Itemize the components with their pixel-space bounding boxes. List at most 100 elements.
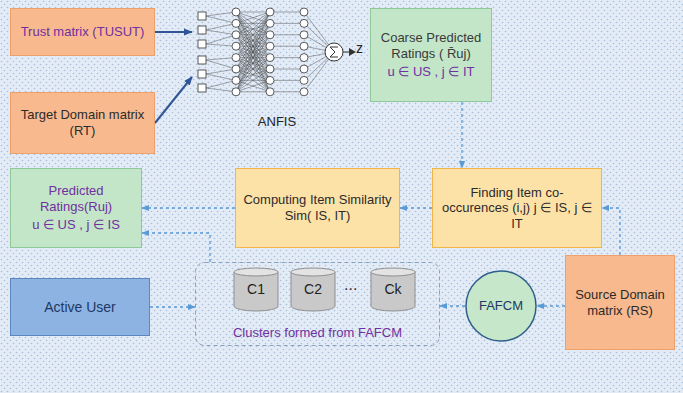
input-neuron: [198, 56, 206, 64]
node-subtext: u ∈ US , j ∈ IS: [32, 217, 120, 233]
node-text: Source Domain matrix (RS): [572, 287, 668, 318]
network-link: [270, 34, 304, 35]
node-text: Coarse Predicted Ratings ( R̄uj): [377, 30, 485, 61]
network-link: [236, 12, 270, 46]
cylinder-body: [234, 272, 278, 311]
network-link: [236, 69, 270, 92]
neuron: [300, 54, 308, 62]
network-link: [236, 12, 270, 69]
connector-arrow: [150, 306, 195, 307]
node-text: C2: [304, 281, 322, 298]
input-matrix-box: Trust matrix (TUSUT): [10, 8, 155, 56]
network-link: [236, 58, 270, 92]
neural-network-illustration: [192, 2, 362, 102]
network-link: [206, 58, 236, 60]
output-arrowhead: [349, 48, 356, 56]
network-link: [270, 80, 304, 81]
input-neuron: [198, 26, 206, 34]
node-text: Trust matrix (TUSUT): [21, 24, 145, 40]
neuron: [232, 76, 240, 84]
network-link: [236, 91, 270, 92]
connector-arrow: [602, 208, 620, 255]
network-link: [270, 69, 304, 70]
neuron: [266, 88, 274, 96]
network-link: [236, 12, 270, 13]
network-link: [206, 16, 236, 23]
network-link: [206, 80, 236, 88]
network-link: [206, 74, 236, 80]
network-link: [206, 88, 236, 92]
network-link: [206, 23, 236, 30]
process-box: Finding Item co-occurences (i,j) j ∈ IS,…: [432, 168, 602, 248]
input-neuron: [198, 40, 206, 48]
network-link: [236, 35, 270, 92]
connector-arrow: [142, 233, 210, 262]
network-link: [236, 23, 270, 91]
network-link: [236, 12, 270, 23]
network-link: [206, 12, 236, 16]
neuron: [300, 65, 308, 73]
neuron: [300, 19, 308, 27]
neuron: [232, 31, 240, 39]
network-link: [236, 12, 270, 46]
network-link: [236, 12, 270, 58]
cylinder-top: [234, 268, 278, 276]
output-box: Coarse Predicted Ratings ( R̄uj)u ∈ US ,…: [370, 8, 492, 102]
connector-arrow: [155, 77, 192, 123]
network-link: [270, 46, 304, 47]
node-text: ANFIS: [258, 114, 296, 130]
network-link: [236, 80, 270, 91]
neuron: [232, 65, 240, 73]
node-text: Computing Item Similarity Sim( IS, IT): [242, 192, 393, 223]
network-link: [270, 23, 304, 24]
network-link: [206, 30, 236, 35]
algorithm-circle: FAFCM: [465, 270, 537, 342]
connector-arrow: [142, 207, 235, 208]
network-link: [236, 35, 270, 92]
neuron: [300, 8, 308, 16]
neuron: [300, 76, 308, 84]
connector-arrow: [155, 31, 192, 33]
input-neuron: [198, 70, 206, 78]
cylinder-body: [371, 272, 415, 311]
cylinder-body: [291, 272, 335, 311]
circle-shape: [466, 271, 536, 341]
connector-arrow: [400, 207, 432, 208]
connector-arrow: [461, 102, 462, 168]
network-link: [206, 69, 236, 74]
node-text: Active User: [44, 299, 116, 316]
cylinder-top: [371, 268, 415, 276]
process-box: Computing Item Similarity Sim( IS, IT): [235, 168, 400, 248]
node-text: Target Domain matrix (RT): [17, 107, 148, 138]
neuron: [300, 31, 308, 39]
neuron: [266, 31, 274, 39]
network-link: [236, 12, 270, 92]
cluster-cylinder: Ck: [370, 267, 416, 311]
network-link: [206, 35, 236, 44]
connector-arrow: [440, 305, 465, 306]
input-matrix-box: Target Domain matrix (RT): [10, 92, 155, 154]
node-text: C1: [247, 281, 265, 298]
network-link: [236, 23, 270, 91]
input-neuron: [198, 84, 206, 92]
output-box: Predicted Ratings(Ruj)u ∈ US , j ∈ IS: [10, 168, 142, 248]
network-link: [236, 46, 270, 92]
neuron: [266, 65, 274, 73]
cluster-cylinder: C1: [233, 267, 279, 311]
network-link: [236, 12, 270, 92]
node-text: FAFCM: [479, 298, 523, 314]
neuron: [266, 54, 274, 62]
neuron: [232, 88, 240, 96]
neuron: [266, 42, 274, 50]
network-link: [236, 12, 270, 80]
neuron: [266, 19, 274, 27]
network-link: [206, 60, 236, 69]
output-label: z: [356, 41, 363, 56]
network-link: [270, 91, 304, 92]
neuron: [232, 19, 240, 27]
network-link: [236, 46, 270, 92]
output-neuron: [325, 43, 343, 61]
neuron: [266, 8, 274, 16]
user-box: Active User: [10, 278, 150, 336]
